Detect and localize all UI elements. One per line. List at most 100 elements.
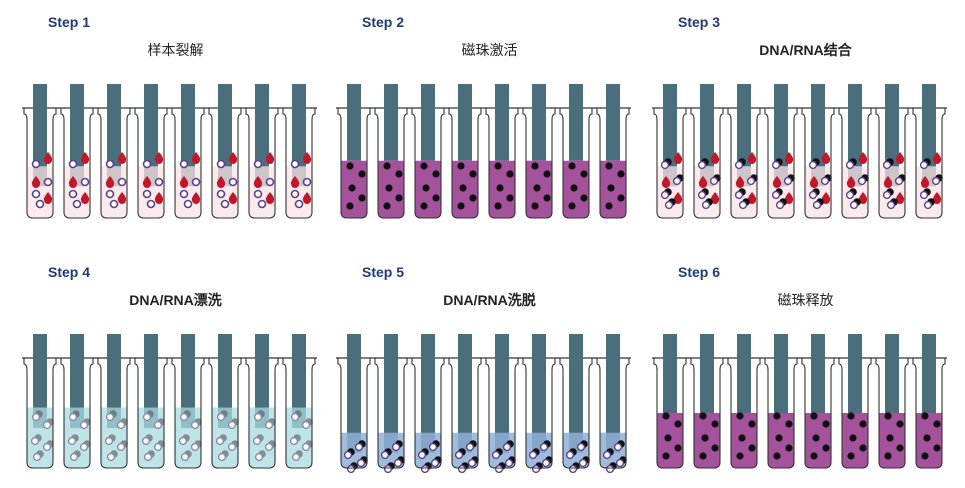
cell-ring-icon [216,159,226,169]
nucleic-acid-icon [565,450,575,460]
nucleic-acid-icon [105,412,115,422]
tube [23,334,57,469]
magnetic-rod [848,334,862,413]
tube [801,84,835,219]
tube [838,334,872,469]
nucleic-acid-icon [346,464,356,474]
tube-rack-diagram [22,334,317,469]
magnetic-bead-icon [543,194,551,202]
nucleic-acid-icon [67,436,77,446]
tube-outline [134,358,168,469]
magnetic-rod [458,334,472,453]
cell-ring-icon [117,177,127,187]
magnetic-bead-icon [383,202,391,210]
liquid [138,166,164,218]
blood-drop-icon [142,176,152,188]
nucleic-acid-icon [775,200,785,210]
tube [559,84,593,219]
blood-drop-icon [932,152,942,164]
tube-outline [653,108,687,219]
cell-ring-icon [105,159,115,169]
tube-outline [411,108,445,219]
nucleic-acid-icon [116,420,126,430]
magnetic-bead-icon [699,412,707,420]
nucleic-acid-icon [30,436,40,446]
magnetic-bead-icon [662,452,670,460]
nucleic-acid-icon [153,442,163,452]
tube [801,334,835,469]
liquid [27,166,53,218]
magnetic-bead-icon [738,434,746,442]
nucleic-acid-icon [217,452,227,462]
cell-ring-icon [253,189,263,199]
magnetic-bead-icon [395,194,403,202]
tube [690,84,724,219]
nucleic-acid-icon [531,464,541,474]
tube [134,334,168,469]
nucleic-acid-icon [734,160,744,170]
blood-drop-icon [302,192,312,204]
tube [374,334,408,474]
cell-ring-icon [68,189,78,199]
tube-outline [245,108,279,219]
nucleic-acid-icon [178,436,188,446]
blood-drop-icon [747,192,757,204]
magnetic-rod [774,334,788,413]
nucleic-acid-icon [380,450,390,460]
step-title: DNA/RNA洗脱 [443,292,536,308]
tube-outline [559,108,593,219]
magnetic-bead-icon [607,184,615,192]
tube [411,334,445,474]
tube-outline [690,358,724,469]
step-label: Step 6 [678,264,721,280]
tube [60,84,94,219]
magnetic-bead-icon [822,444,830,452]
magnetic-bead-icon [847,412,855,420]
nucleic-acid-icon [467,458,477,468]
tube [596,334,630,474]
blood-drop-icon [710,152,720,164]
magnetic-bead-icon [469,170,477,178]
tube [875,84,909,219]
nucleic-acid-icon [615,458,625,468]
magnetic-rod [70,334,84,428]
tube-outline [97,358,131,469]
nucleic-acid-icon [354,442,364,452]
tube-rack-diagram [22,84,317,219]
blood-drop-icon [191,192,201,204]
tube [522,334,556,474]
step-1-panel: Step 1 样本裂解 [18,0,333,230]
nucleic-acid-icon [771,190,781,200]
cell-ring-icon [31,189,41,199]
nucleic-acid-icon [179,412,189,422]
tube [764,84,798,219]
magnetic-bead-icon [617,170,625,178]
nucleic-acid-icon [32,452,42,462]
tube [727,334,761,469]
nucleic-acid-icon [301,442,311,452]
tube [208,84,242,219]
nucleic-acid-icon [79,442,89,452]
nucleic-acid-icon [289,436,299,446]
tube-outline [875,108,909,219]
tube [337,334,371,474]
nucleic-acid-icon [393,458,403,468]
nucleic-acid-icon [494,464,504,474]
tube [690,334,724,469]
magnetic-bead-icon [543,170,551,178]
magnetic-bead-icon [773,452,781,460]
step-title: DNA/RNA漂洗 [129,292,222,308]
tube [653,334,687,469]
nucleic-acid-icon [849,200,859,210]
magnetic-rod [569,84,583,161]
magnetic-rod [737,334,751,413]
blood-drop-icon [784,192,794,204]
liquid [64,166,90,218]
blood-drop-icon [154,152,164,164]
cell-ring-icon [290,159,300,169]
nucleic-acid-icon [613,442,623,452]
tube-outline [374,358,408,469]
magnetic-bead-icon [711,444,719,452]
tube [245,334,279,469]
blood-drop-icon [302,152,312,164]
